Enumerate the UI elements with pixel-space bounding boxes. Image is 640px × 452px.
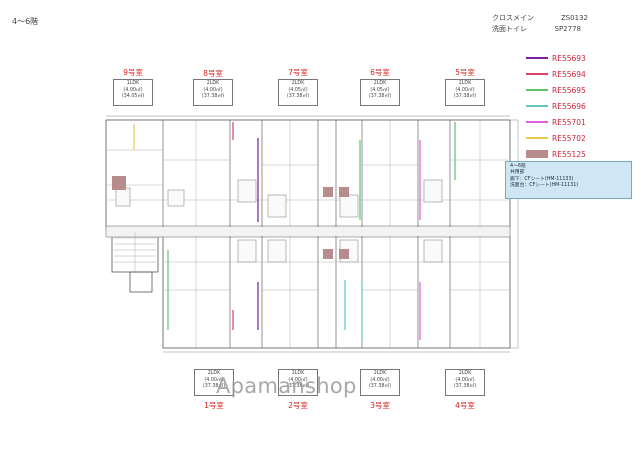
material-legend: RE55693 RE55694 RE55695 RE55696 RE55701 … xyxy=(522,50,608,162)
stair-treads xyxy=(114,232,156,272)
balcony-lines xyxy=(106,115,519,353)
watermark-logo: Apamanshop xyxy=(216,374,357,398)
unit-info-5: 2LDK(4.00㎡)(37.38㎡) xyxy=(445,79,485,106)
legend-item: RE55694 xyxy=(522,66,608,82)
unit-info-3: 2LDK(4.00㎡)(37.38㎡) xyxy=(360,369,400,396)
common-area-note: 4〜6階 共用部 廊下：CFシート(HM-11133) 洗面台：CFシート(HM… xyxy=(505,161,632,199)
unit-info-6: 2LDK(4.05㎡)(37.38㎡) xyxy=(360,79,400,106)
legend-swatch xyxy=(526,121,548,123)
unit-label-9: 9号室 xyxy=(123,68,143,77)
legend-item: RE55695 xyxy=(522,82,608,98)
legend-item: RE55696 xyxy=(522,98,608,114)
legend-item: RE55693 xyxy=(522,50,608,66)
unit-label-3: 3号室 xyxy=(370,401,390,410)
unit-label-1: 1号室 xyxy=(204,401,224,410)
floor-title: 4〜6階 xyxy=(12,17,39,26)
unit-info-9: 1LDK(4.00㎡)(34.05㎡) xyxy=(113,79,153,106)
unit-label-2: 2号室 xyxy=(288,401,308,410)
legend-item: RE55702 xyxy=(522,130,608,146)
legend-swatch xyxy=(526,73,548,75)
legend-swatch xyxy=(526,137,548,139)
unit-label-6: 6号室 xyxy=(370,68,390,77)
wet-area-fixtures xyxy=(115,179,443,263)
legend-swatch xyxy=(526,105,548,107)
unit-label-8: 8号室 xyxy=(203,69,223,78)
top-unit-walls xyxy=(162,120,451,227)
unit-info-2: 2LDK(4.00㎡)(37.38㎡) xyxy=(278,369,318,396)
legend-item: RE55125 xyxy=(522,146,608,162)
unit-info-8: 2LDK(4.00㎡)(37.38㎡) xyxy=(193,79,233,106)
unit-label-7: 7号室 xyxy=(288,68,308,77)
re55125-blocks xyxy=(112,176,349,259)
legend-swatch xyxy=(526,57,548,59)
unit-info-1: 2LDK(4.00㎡)(37.38㎡) xyxy=(194,369,234,396)
legend-swatch xyxy=(526,89,548,91)
unit-label-5: 5号室 xyxy=(455,68,475,77)
unit-info-4: 2LDK(4.00㎡)(37.38㎡) xyxy=(445,369,485,396)
unit-info-7: 2LDK(4.05㎡)(37.38㎡) xyxy=(278,79,318,106)
legend-item: RE55701 xyxy=(522,114,608,130)
accent-wall-lines xyxy=(133,122,456,340)
legend-swatch xyxy=(526,150,548,158)
stair-sub xyxy=(129,271,153,293)
top-wing-outline xyxy=(105,119,511,228)
common-corridor xyxy=(105,225,511,238)
bottom-wing-outline xyxy=(162,235,511,349)
unit-label-4: 4号室 xyxy=(455,401,475,410)
